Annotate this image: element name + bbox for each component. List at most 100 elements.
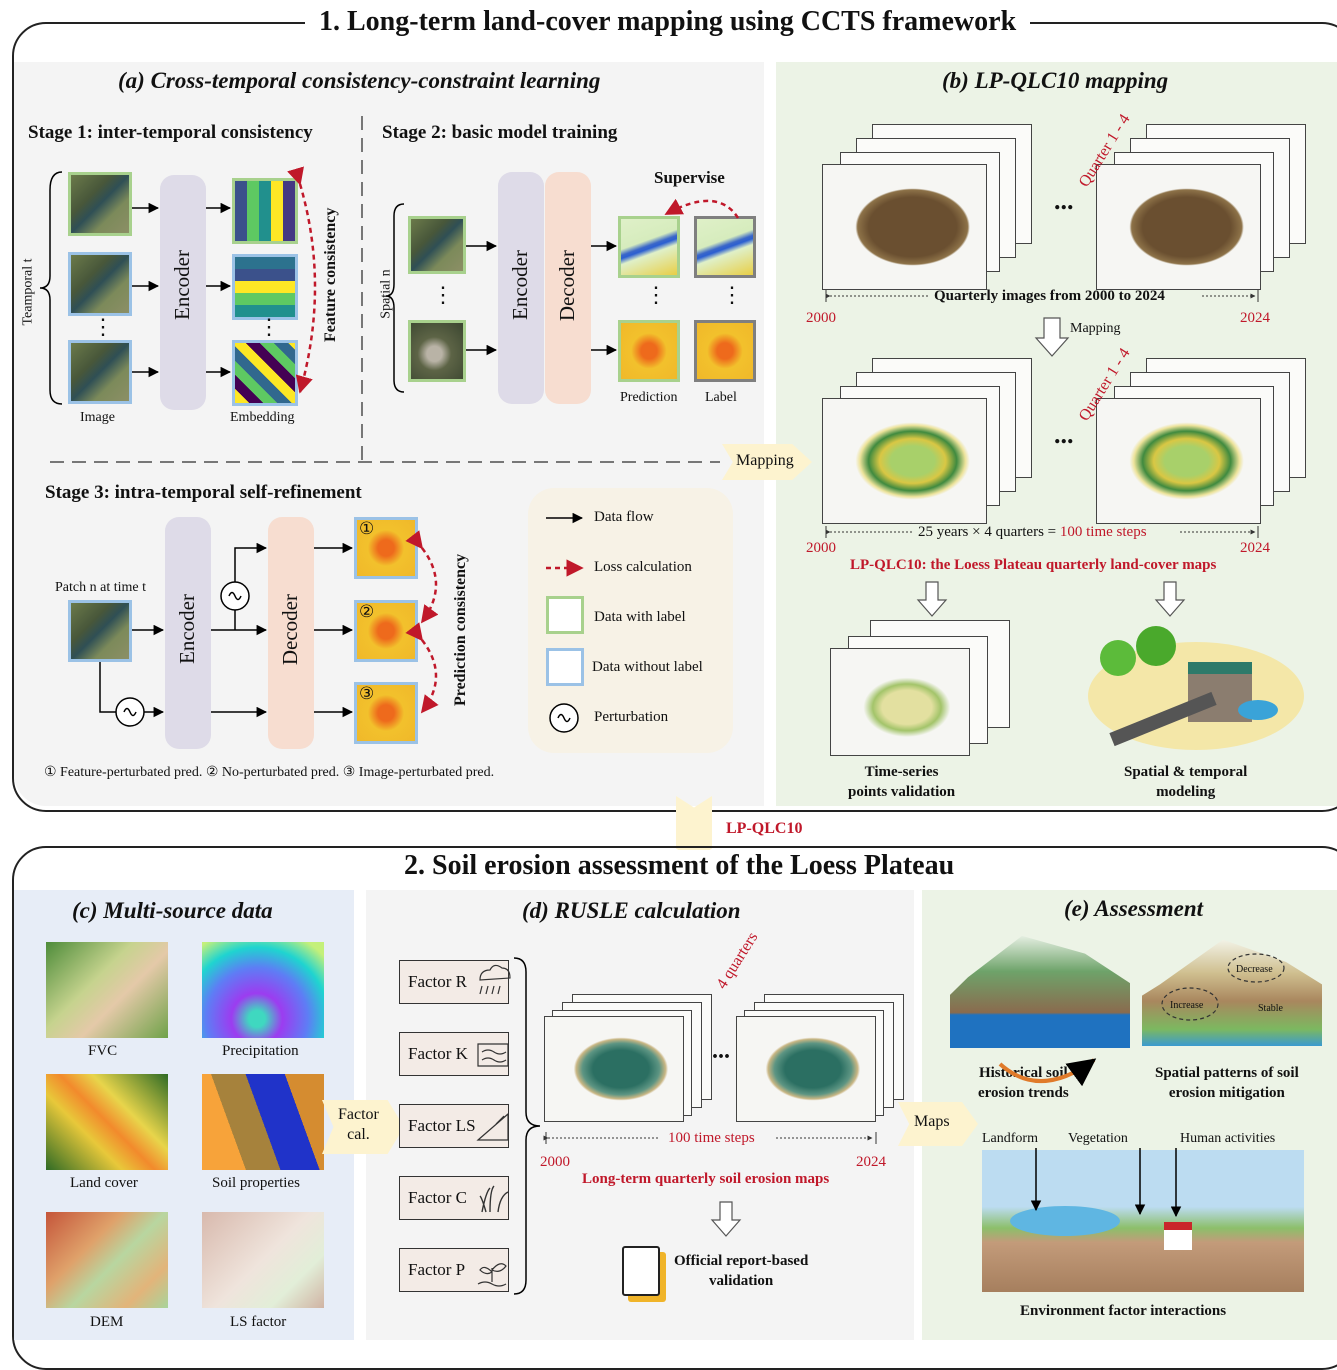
- stage2-decoder: [545, 172, 591, 404]
- b-top-ellipsis: ...: [1054, 186, 1074, 215]
- e-tag-stable: Stable: [1258, 1003, 1283, 1014]
- d-validation-caption: Official report-based validation: [674, 1253, 809, 1289]
- d-ellipsis: ...: [712, 1038, 730, 1064]
- e-tag-increase: Increase: [1170, 1000, 1204, 1011]
- b-product-caption: LP-QLC10: the Loess Plateau quarterly la…: [850, 557, 1217, 573]
- c-tile-fvc: [46, 942, 168, 1038]
- d-end-year: 2024: [856, 1154, 886, 1170]
- stage1-image-2: [68, 252, 132, 316]
- factor-cal-arrow: [322, 1100, 404, 1154]
- panel-d-title: (d) RUSLE calculation: [522, 898, 741, 923]
- c-label-fvc: FVC: [88, 1043, 118, 1059]
- d-erosion-map-2024: [736, 1016, 876, 1122]
- legend-with-label-swatch: [546, 596, 584, 634]
- factor-k-label: Factor K: [408, 1044, 468, 1063]
- c-label-ls-factor: LS factor: [230, 1314, 287, 1330]
- stage2-prediction-label: Prediction: [620, 390, 678, 405]
- stage1-image-1: [68, 172, 132, 236]
- d-bracket: [513, 957, 541, 1295]
- c-label-precipitation: Precipitation: [222, 1043, 299, 1059]
- stage1-image-label: Image: [80, 410, 115, 425]
- e-trends-arrow: [998, 1058, 1097, 1087]
- e-factor-human: Human activities: [1180, 1131, 1276, 1146]
- stage1-dots-left: ⋮: [92, 314, 114, 339]
- connector-label: LP-QLC10: [726, 820, 803, 837]
- stage2-image-1: [408, 216, 466, 274]
- supervise-arrow: [664, 198, 740, 219]
- b-bottom-start-year: 2000: [806, 540, 836, 556]
- stage2-title: Stage 2: basic model training: [382, 122, 618, 143]
- stage3-patch-image: [68, 600, 132, 662]
- b-mapping-down-arrow: [1034, 317, 1070, 357]
- c-tile-precipitation: [202, 942, 324, 1038]
- c-tile-land-cover: [46, 1074, 168, 1170]
- c-label-soil-properties: Soil properties: [212, 1175, 300, 1191]
- factor-c-label: Factor C: [408, 1188, 468, 1207]
- factor-c-box: Factor C: [399, 1176, 509, 1220]
- factor-r-label: Factor R: [408, 972, 468, 991]
- e-increase-outline: [1161, 987, 1219, 1021]
- e-factor-landform: Landform: [982, 1131, 1038, 1146]
- stage2-label-label: Label: [705, 390, 737, 405]
- slope-icon: [476, 1112, 509, 1141]
- e-factor-vegetation: Vegetation: [1068, 1131, 1128, 1146]
- stage2-brace: [385, 203, 405, 393]
- d-validation-down-arrow: [710, 1201, 742, 1237]
- e-decrease-outline: [1227, 953, 1285, 983]
- d-erosion-map-2000: [544, 1016, 684, 1122]
- factor-k-box: Factor K: [399, 1032, 509, 1076]
- b-top-end-year: 2024: [1240, 310, 1270, 326]
- e-tag-decrease: Decrease: [1236, 964, 1273, 975]
- stage2-label-1: [694, 216, 756, 278]
- prediction-consistency-arrow-1: [405, 530, 439, 624]
- stage3-title: Stage 3: intra-temporal self-refinement: [45, 482, 362, 503]
- stage1-title: Stage 1: inter-temporal consistency: [28, 122, 313, 143]
- stage1-encoder: [160, 175, 206, 410]
- c-label-dem: DEM: [90, 1314, 124, 1330]
- section2-title: 2. Soil erosion assessment of the Loess …: [390, 850, 969, 882]
- e-mitigation-caption: Spatial patterns of soil erosion mitigat…: [1155, 1065, 1299, 1101]
- b-top-caption: Quarterly images from 2000 to 2024: [934, 288, 1165, 304]
- b-landcover-map-2024: [1096, 398, 1261, 524]
- c-tile-dem: [46, 1212, 168, 1308]
- sprout-icon: [477, 1263, 507, 1287]
- d-start-year: 2000: [540, 1154, 570, 1170]
- stage3-decoder: [268, 517, 314, 749]
- factor-cal-label: Factor cal.: [338, 1106, 379, 1143]
- stage3-footnote: ① Feature-perturbated pred. ② No-perturb…: [44, 765, 495, 780]
- panel-a-title: (a) Cross-temporal consistency-constrain…: [118, 68, 601, 93]
- stage1-brace: [39, 171, 63, 405]
- stage3-encoder: [165, 517, 211, 749]
- legend-data-flow: Data flow: [594, 509, 654, 525]
- b-bottom-caption-prefix: 25 years × 4 quarters =: [918, 524, 1060, 540]
- stage1-dots-right: ⋮: [258, 314, 280, 339]
- mapping-arrow-label: Mapping: [736, 452, 794, 469]
- panel-e-title: (e) Assessment: [1064, 896, 1204, 921]
- b-top-start-year: 2000: [806, 310, 836, 326]
- b-modeling-caption: Spatial & temporal modeling: [1124, 764, 1248, 800]
- b-pond: [1238, 700, 1278, 720]
- legend-loss: Loss calculation: [594, 559, 692, 575]
- stage2-prediction-1: [618, 216, 680, 278]
- c-label-land-cover: Land cover: [70, 1175, 138, 1191]
- panel-c-title: (c) Multi-source data: [72, 898, 273, 923]
- connectors-overlay: [39, 116, 1285, 1295]
- stage3-mark-1: ①: [359, 519, 375, 538]
- stage3-patch-label: Patch n at time t: [55, 580, 146, 595]
- stage2-dots-pred: ⋮: [645, 282, 667, 307]
- legend-perturbation: Perturbation: [594, 709, 669, 725]
- stage1-embedding-label: Embedding: [230, 410, 295, 425]
- b-validation-down-arrow: [916, 581, 948, 617]
- e-water: [1010, 1206, 1120, 1236]
- document-icon: [622, 1246, 660, 1296]
- factor-ls-box: Factor LS: [399, 1104, 509, 1148]
- maps-arrow: [898, 1102, 978, 1146]
- b-modeling-down-arrow: [1154, 581, 1186, 617]
- stage2-dots-left: ⋮: [432, 282, 454, 307]
- b-image-map-2024: [1096, 164, 1261, 290]
- b-bottom-caption: 25 years × 4 quarters = 100 time steps: [918, 524, 1147, 541]
- e-interactions-caption: Environment factor interactions: [1020, 1303, 1227, 1319]
- soil-icon: [477, 1043, 509, 1067]
- grass-icon: [479, 1185, 509, 1213]
- stage2-image-2: [408, 320, 466, 382]
